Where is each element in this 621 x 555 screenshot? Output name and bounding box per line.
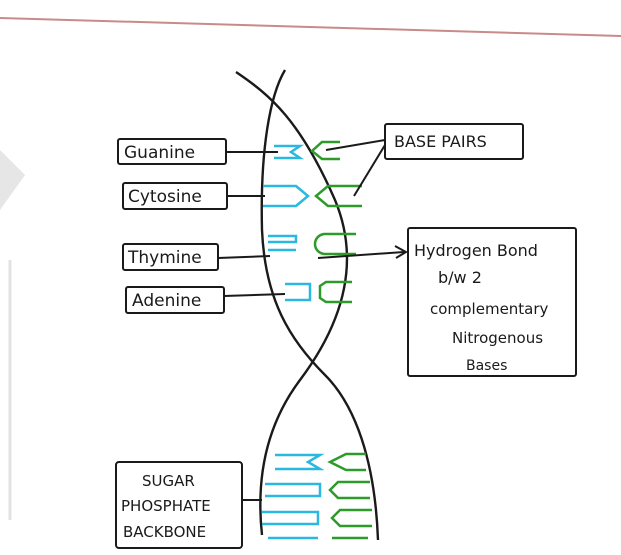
backbone-line-1: SUGAR [142, 472, 195, 490]
hydrogen-bond-line-4: Nitrogenous [452, 329, 543, 347]
base-pair-3 [268, 234, 356, 254]
guanine-text: Guanine [124, 143, 195, 163]
green-base [312, 142, 340, 159]
label-guanine: Guanine [118, 139, 226, 164]
base-pair-7 [262, 510, 372, 526]
label-cytosine: Cytosine [123, 183, 227, 209]
thymine-connector [218, 256, 270, 258]
backbone-line-2: PHOSPHATE [121, 497, 211, 515]
base-pair-2 [263, 186, 362, 206]
hydrogen-bond-line-3: complementary [430, 300, 549, 318]
blue-base [268, 236, 296, 250]
hydrogen-bond-line-5: Bases [466, 358, 507, 374]
hydrogen-bond-line-1: Hydrogen Bond [414, 241, 538, 260]
thymine-text: Thymine [127, 248, 202, 268]
label-thymine: Thymine [123, 244, 218, 270]
green-base [320, 282, 352, 302]
base-pair-6 [265, 482, 370, 498]
hydrogen-bond-line-2: b/w 2 [438, 268, 482, 287]
side-mark [0, 150, 25, 210]
backbone-line-3: BACKBONE [123, 523, 206, 541]
label-backbone: SUGAR PHOSPHATE BACKBONE [116, 462, 242, 548]
blue-base [262, 512, 318, 524]
blue-base [275, 455, 320, 469]
blue-base [285, 284, 310, 300]
label-hydrogen-bond: Hydrogen Bond b/w 2 complementary Nitrog… [408, 228, 576, 376]
base-pairs-text: BASE PAIRS [394, 132, 487, 151]
adenine-text: Adenine [132, 291, 201, 311]
cytosine-text: Cytosine [128, 187, 202, 207]
blue-base [265, 484, 320, 496]
base-pairs-connector-2 [354, 145, 385, 196]
base-pair-5 [275, 454, 366, 470]
label-base-pairs: BASE PAIRS [385, 124, 523, 159]
green-base [330, 454, 366, 470]
page-rule-line [0, 18, 621, 36]
green-base [332, 510, 372, 526]
adenine-connector [224, 294, 285, 296]
blue-base [263, 186, 308, 206]
label-adenine: Adenine [126, 287, 224, 313]
green-base [315, 234, 356, 254]
green-base [330, 482, 370, 498]
